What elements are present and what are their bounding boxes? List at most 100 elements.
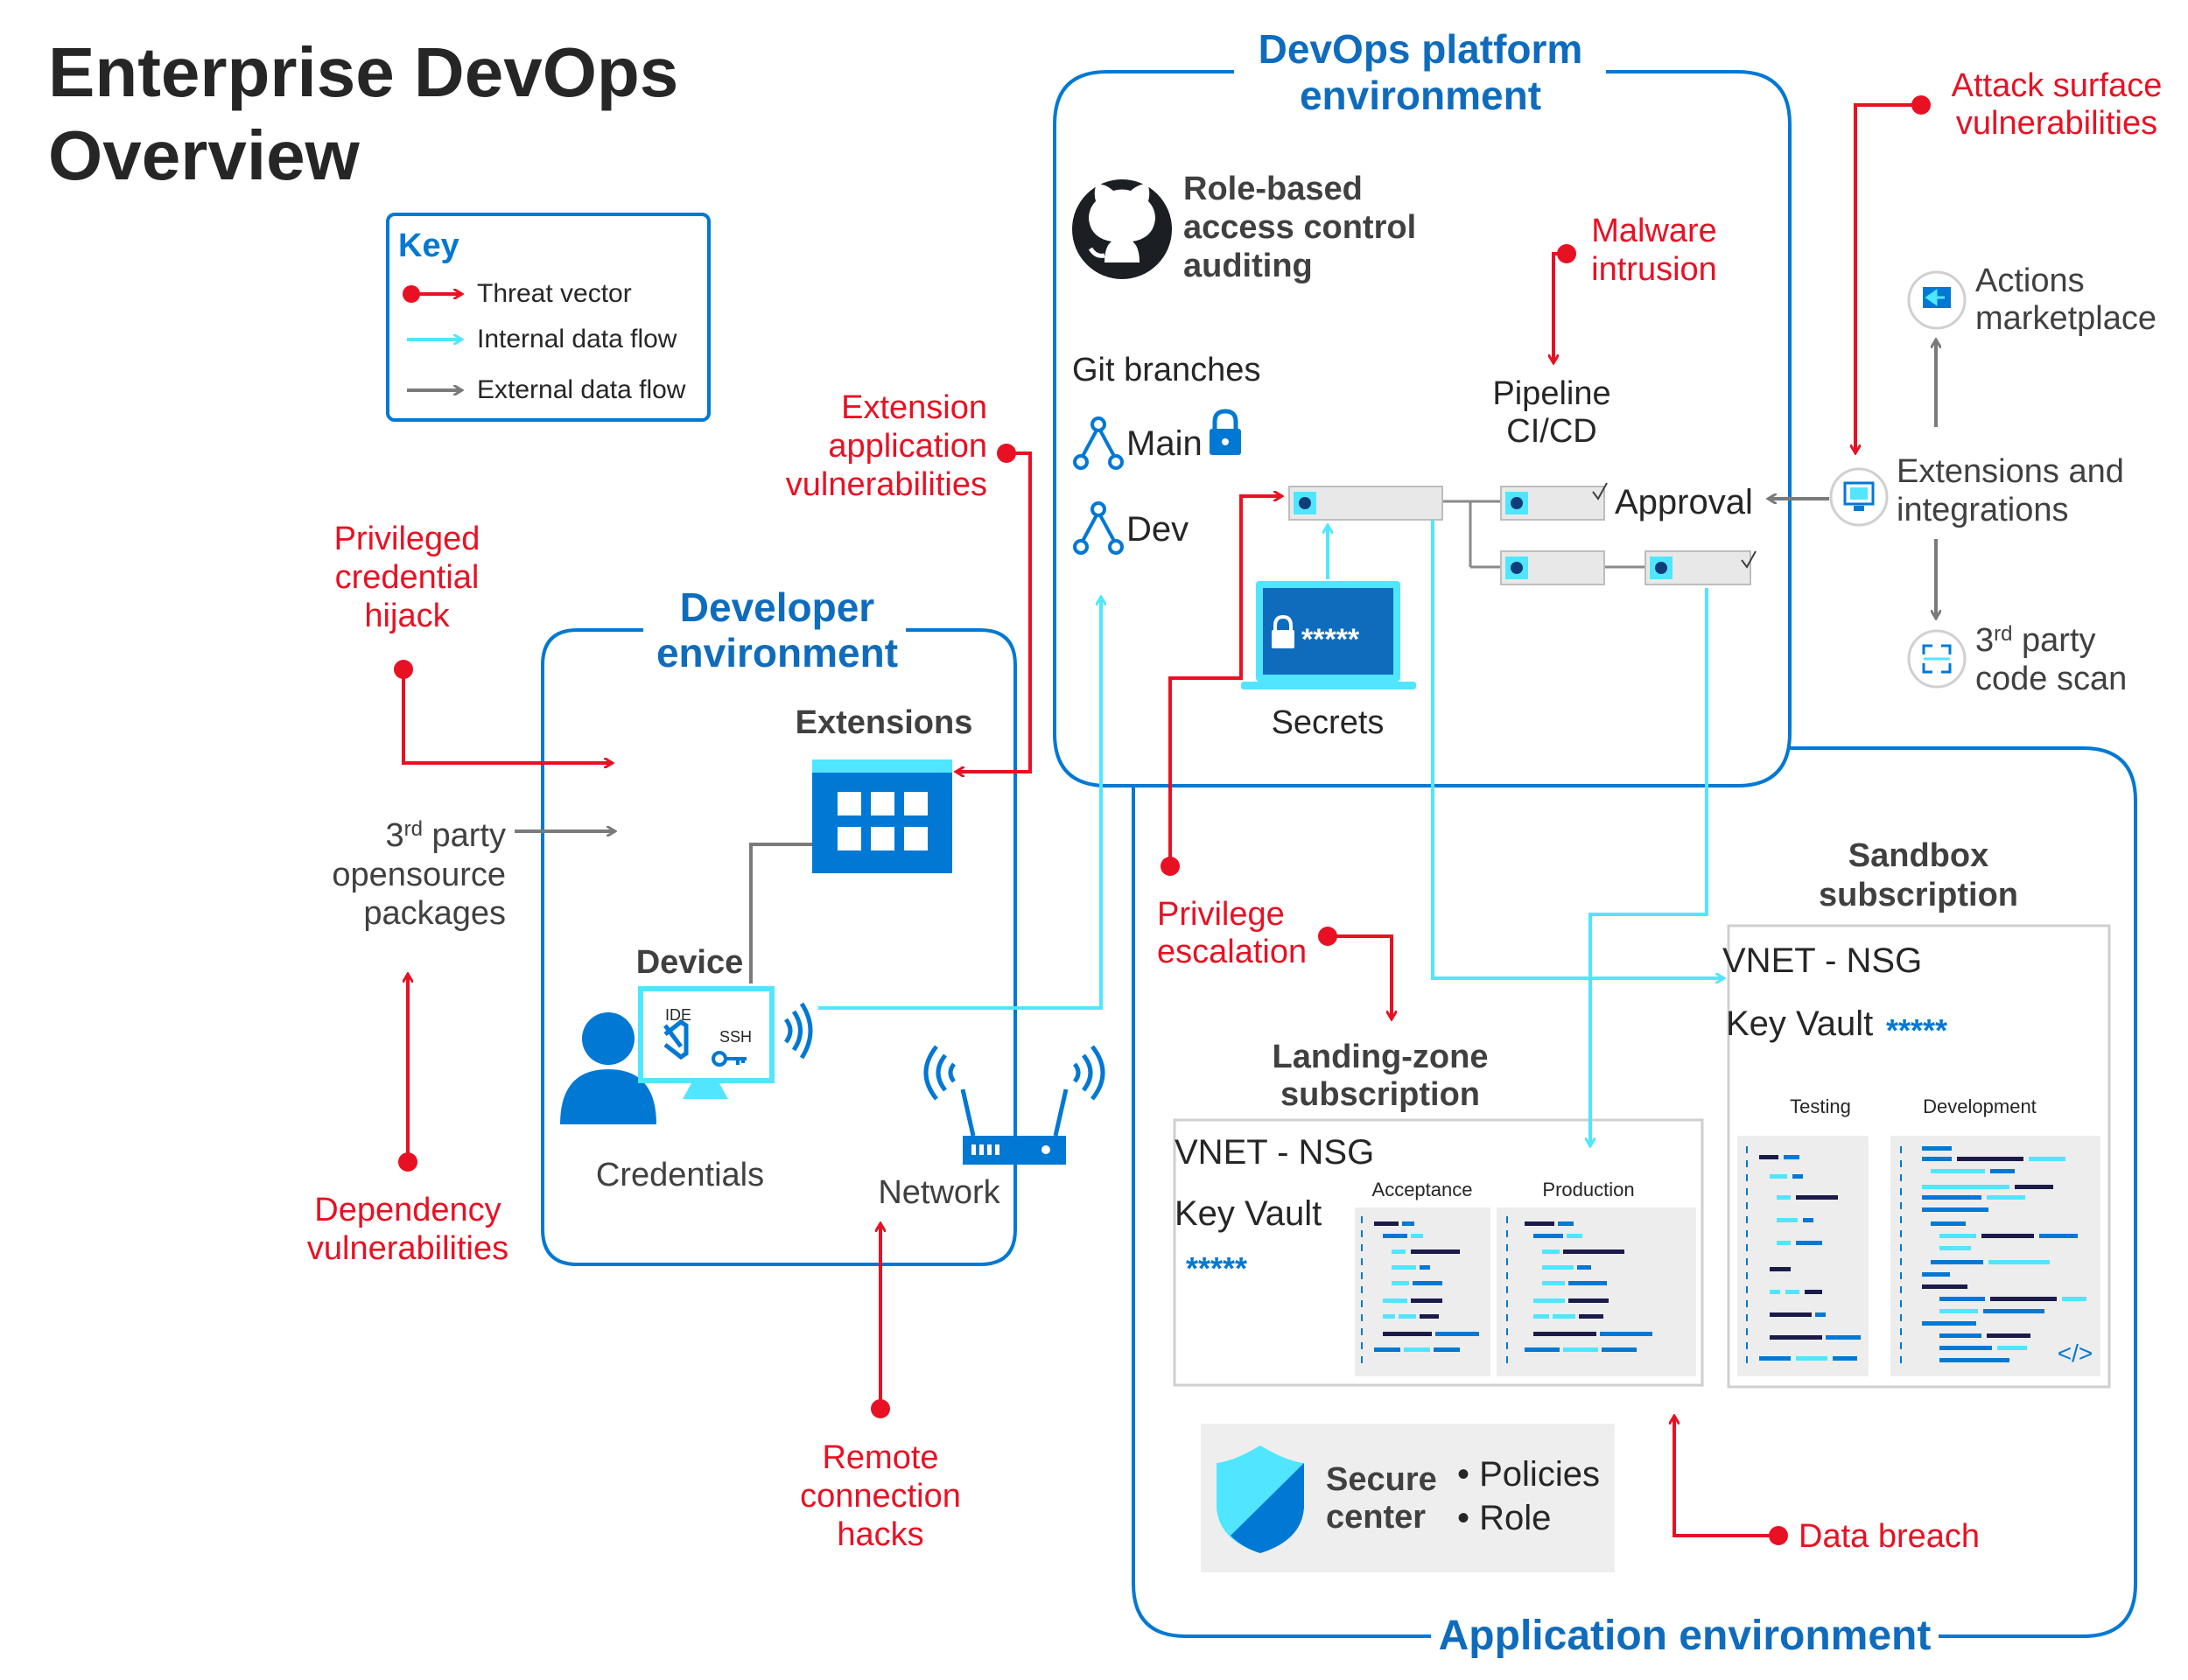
user-icon (560, 1012, 656, 1124)
packages-label-line2: opensource (332, 857, 506, 893)
extensions-integrations-label: Extensions and (1897, 453, 2124, 490)
landing-zone-title-line2: subscription (1280, 1076, 1480, 1113)
shield-icon (1217, 1446, 1304, 1553)
development-label: Development (1923, 1096, 2037, 1117)
testing-code-panel (1737, 1136, 1869, 1376)
application-environment-title: Application environment (1439, 1613, 1932, 1659)
secrets-label: Secrets (1272, 704, 1385, 741)
privileged-credential-label: Privileged (334, 521, 480, 557)
network-label: Network (878, 1174, 1000, 1211)
application-environment: Application environment Sandbox subscrip… (1132, 746, 2137, 1659)
privileged-credential-label-line3: hijack (364, 598, 450, 634)
branch-dev-icon (1073, 501, 1124, 555)
code-icon: </> (2058, 1340, 2093, 1367)
actions-marketplace-label: Actions (1975, 262, 2085, 299)
attack-surface-arrow (1855, 103, 1918, 453)
packages-label-line3: packages (363, 895, 506, 932)
devops-platform-title-line2: environment (1300, 73, 1541, 118)
remote-connection-label-line3: hacks (837, 1516, 923, 1553)
privilege-escalation-dot-icon (1161, 857, 1180, 876)
threat-dots (394, 95, 1931, 1545)
extension-vulnerabilities-label-line3: vulnerabilities (786, 466, 987, 503)
landing-vnet-label: VNET - NSG (1175, 1133, 1374, 1172)
privilege-escalation-label-line2: escalation (1157, 934, 1307, 970)
acceptance-label: Acceptance (1372, 1179, 1473, 1200)
router-icon (923, 1045, 1105, 1165)
remote-connection-label: Remote (822, 1439, 938, 1476)
acceptance-code-lines (1361, 1216, 1479, 1367)
development-code-lines (1900, 1146, 2086, 1365)
malware-label: Malware (1591, 213, 1717, 249)
privileged-credential-arrow (402, 669, 613, 763)
ssh-label: SSH (719, 1028, 752, 1046)
pipeline-to-sandbox-arrow (1431, 520, 1724, 978)
code-scan-label: 3rd party (1975, 622, 2096, 659)
device-label: Device (636, 944, 744, 981)
legend-internal-label: Internal data flow (477, 325, 677, 354)
pipeline-to-landing-zone-arrow (1590, 588, 1708, 1146)
github-icon (1072, 179, 1172, 279)
external-data-flows (515, 340, 1936, 984)
extensions-window-icon (812, 760, 952, 873)
pipeline-label-line2: CI/CD (1506, 413, 1596, 450)
rbac-label-line3: auditing (1183, 248, 1313, 284)
device-to-git-arrow (818, 597, 1101, 1010)
laptop-icon (1241, 581, 1416, 690)
legend-external-label: External data flow (477, 375, 686, 404)
policies-label: • Policies (1457, 1455, 1600, 1494)
developer-environment-title: Developer (680, 584, 875, 630)
sandbox-keyvault-mask: ***** (1886, 1012, 1947, 1048)
page-title-line2: Overview (48, 116, 361, 194)
privileged-credential-label-line2: credential (335, 559, 480, 596)
actions-marketplace-label-line2: marketplace (1975, 300, 2156, 337)
legend-box (386, 213, 711, 422)
role-label: • Role (1457, 1499, 1551, 1537)
legend: Key Threat vector Internal data flow Ext… (386, 213, 711, 422)
testing-code-lines (1746, 1146, 1861, 1365)
extension-dot-icon (997, 444, 1016, 463)
privileged-credential-dot-icon (394, 660, 413, 679)
malware-dot-icon (1557, 244, 1576, 263)
extensions-label: Extensions (796, 704, 973, 741)
application-environment-frame (1132, 746, 2137, 1638)
sandbox-title-line2: subscription (1819, 877, 2018, 914)
extensions-integrations-label-line2: integrations (1897, 492, 2068, 528)
dependency-label-line2: vulnerabilities (307, 1230, 508, 1267)
legend-threat-label: Threat vector (477, 279, 632, 308)
ide-label: IDE (665, 1006, 691, 1024)
data-breach-dot-icon (1769, 1526, 1788, 1545)
threat-labels: Attack surface vulnerabilities Malware i… (307, 67, 2163, 1555)
lock-icon (1210, 409, 1241, 455)
privilege-escalation-dot2-icon (1318, 927, 1337, 946)
devops-platform-environment: DevOps platform environment Role-based a… (1053, 26, 1792, 788)
privilege-escalation-landing-arrow (1328, 934, 1392, 1019)
malware-arrow (1553, 252, 1567, 363)
secrets-mask: ***** (1301, 623, 1360, 656)
monitor-icon (638, 986, 775, 1099)
landing-keyvault-mask: ***** (1186, 1250, 1247, 1286)
rbac-label: Role-based (1183, 171, 1363, 207)
privilege-escalation-arrow (1168, 496, 1282, 864)
developer-environment: Developer environment Extensions Device … (541, 584, 1105, 1266)
dependency-dot-icon (398, 1152, 417, 1172)
attack-surface-dot-icon (1911, 95, 1931, 115)
secure-center-label-line2: center (1326, 1499, 1426, 1536)
page-title: Enterprise DevOps (48, 33, 678, 111)
data-breach-arrow (1674, 1416, 1778, 1537)
packages-label: 3rd party (385, 817, 506, 854)
extension-vulnerabilities-arrow (956, 452, 1032, 772)
device-to-extensions-connector (749, 843, 812, 984)
sandbox-keyvault-label: Key Vault (1726, 1004, 1873, 1043)
pipeline-stages (1288, 482, 1757, 585)
developer-environment-frame (541, 628, 1017, 1266)
git-branches-label: Git branches (1072, 352, 1260, 388)
code-scan-label-line2: code scan (1975, 661, 2127, 697)
approval-label: Approval (1615, 483, 1753, 522)
landing-keyvault-label: Key Vault (1175, 1194, 1322, 1233)
legend-title: Key (398, 228, 459, 264)
devops-platform-title: DevOps platform (1259, 26, 1583, 72)
branch-dev-label: Dev (1126, 510, 1189, 549)
attack-surface-label-line2: vulnerabilities (1956, 105, 2157, 142)
branch-main-label: Main (1126, 424, 1203, 463)
